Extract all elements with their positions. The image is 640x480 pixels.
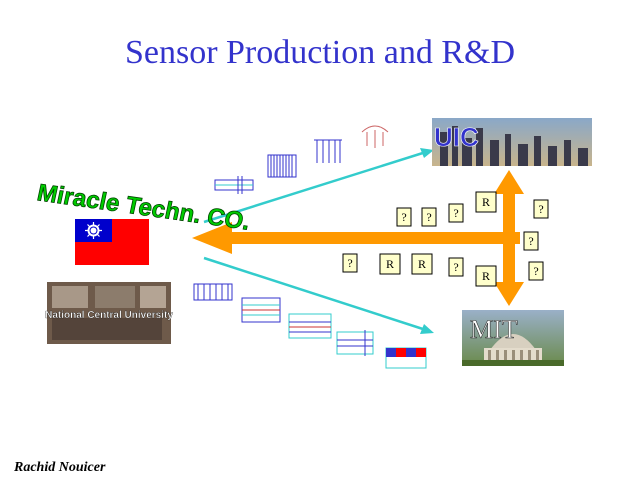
marker-q5-text: ? xyxy=(528,234,533,248)
sensor-chip-9 xyxy=(385,347,427,369)
marker-q6-text: ? xyxy=(347,256,352,270)
marker-r3-text: R xyxy=(418,257,426,271)
sensor-chip-icon-bottom xyxy=(193,283,427,369)
marker-r3: R xyxy=(411,253,433,275)
marker-q4-text: ? xyxy=(538,202,543,216)
taiwan-flag-icon xyxy=(75,219,149,265)
marker-q6: ? xyxy=(342,253,358,273)
marker-q2-text: ? xyxy=(426,210,431,224)
orange-arrow-horizontal xyxy=(192,222,520,254)
sensor-chip-1 xyxy=(214,176,254,194)
university-name: National Central University xyxy=(45,310,173,321)
arrow-to-mit xyxy=(203,256,434,334)
sensor-chip-icon xyxy=(214,125,389,194)
campus-photo-icon: National Central University xyxy=(45,282,173,344)
marker-q7: ? xyxy=(448,257,464,277)
marker-q8: ? xyxy=(528,261,544,281)
slide-title: Sensor Production and R&D xyxy=(124,34,516,71)
marker-r2-text: R xyxy=(386,257,394,271)
marker-r4-text: R xyxy=(482,269,490,283)
marker-r1: R xyxy=(475,191,497,213)
marker-q5: ? xyxy=(523,231,539,251)
sensor-chip-7 xyxy=(288,313,332,339)
chicago-skyline-icon: UIC xyxy=(432,118,592,166)
sensor-chip-4 xyxy=(361,125,389,148)
orange-arrow-vertical xyxy=(494,170,524,306)
author-name: Rachid Nouicer xyxy=(14,460,106,475)
sensor-chip-5 xyxy=(193,283,233,301)
marker-q3: ? xyxy=(448,203,464,223)
marker-q3-text: ? xyxy=(453,206,458,220)
marker-q7-text: ? xyxy=(453,260,458,274)
uic-label: UIC xyxy=(434,122,479,152)
marker-r2: R xyxy=(379,253,401,275)
marker-r4: R xyxy=(475,265,497,287)
marker-q1-text: ? xyxy=(401,210,406,224)
marker-group: ? ? ? R ? ? ? xyxy=(342,191,549,287)
sensor-chip-6 xyxy=(241,297,281,323)
mit-label: MIT xyxy=(470,315,518,344)
marker-q2: ? xyxy=(421,207,437,227)
marker-r1-text: R xyxy=(482,195,490,209)
marker-q8-text: ? xyxy=(533,264,538,278)
marker-q4: ? xyxy=(533,199,549,219)
sensor-chip-2 xyxy=(267,154,297,178)
sensor-chip-3 xyxy=(314,139,342,163)
mit-dome-icon: MIT xyxy=(462,310,564,366)
marker-q1: ? xyxy=(396,207,412,227)
sensor-chip-8 xyxy=(336,330,374,356)
arrow-to-uic xyxy=(203,148,434,224)
